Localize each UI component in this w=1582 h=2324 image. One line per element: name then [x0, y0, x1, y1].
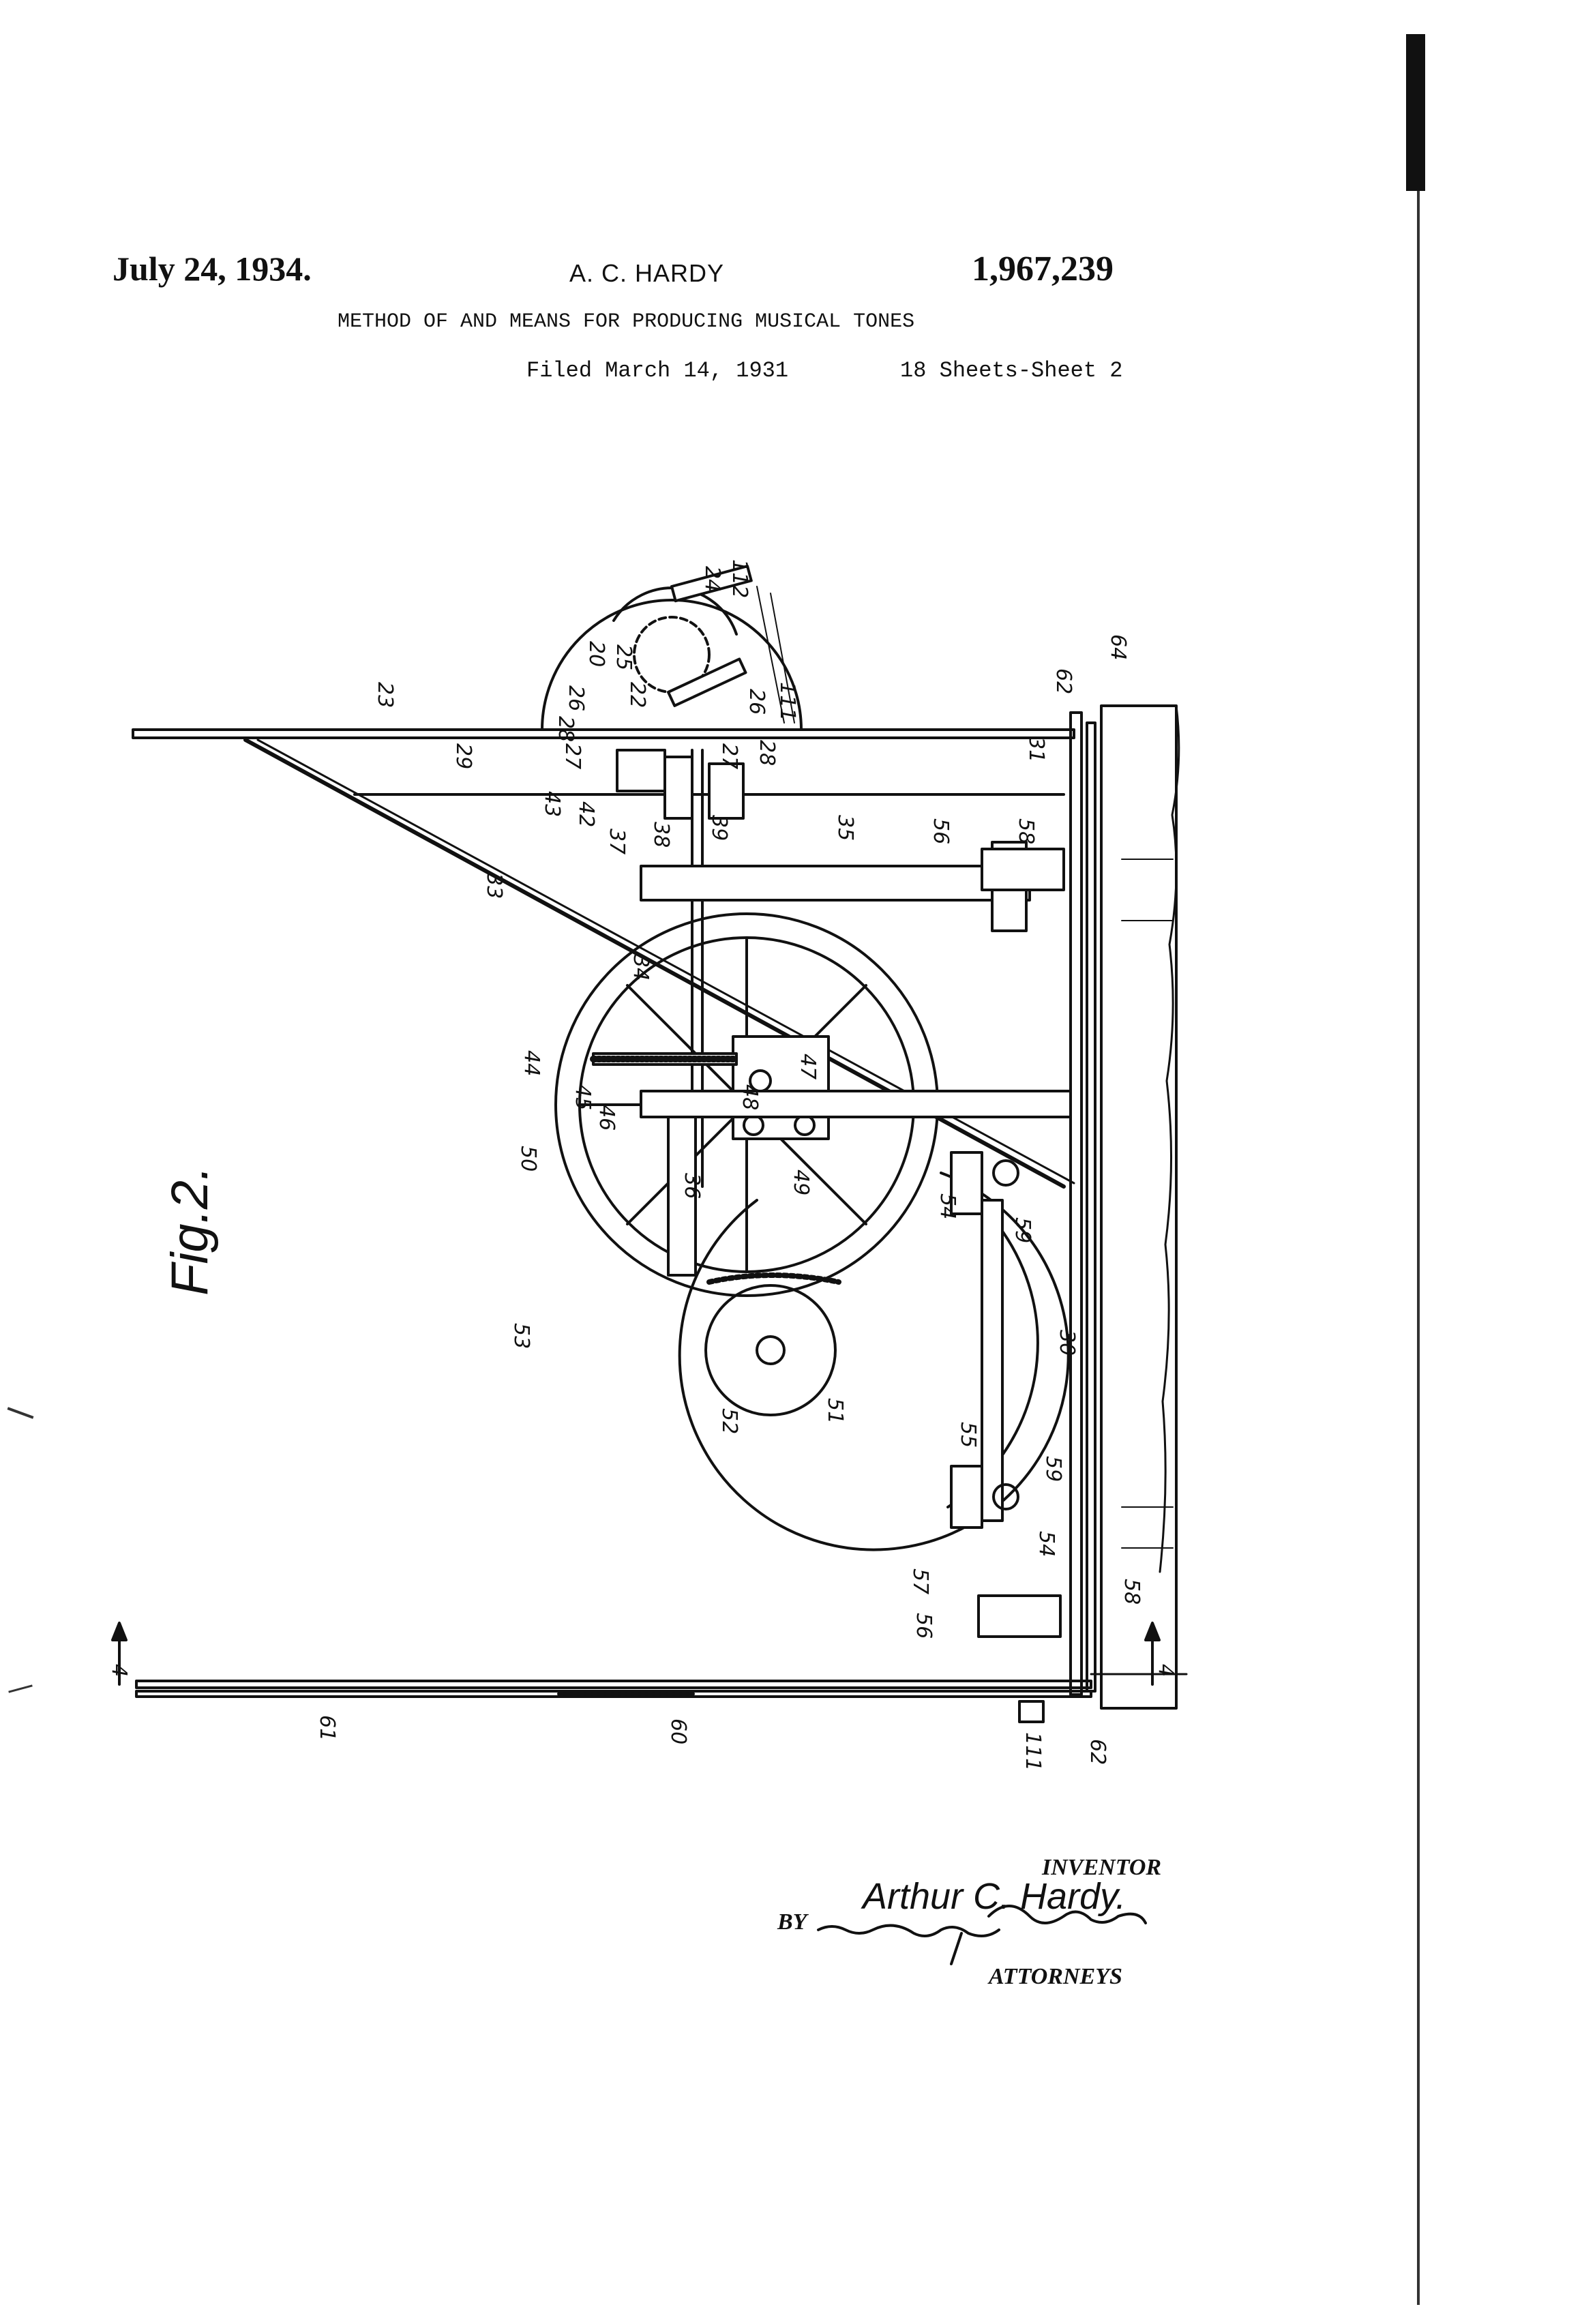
lower-brackets [950, 848, 1065, 1723]
upper-drum-housing [541, 565, 803, 731]
ref-56: 57 [908, 1568, 932, 1594]
by-label: BY [777, 1909, 807, 1935]
ref-61b: 62 [1086, 1739, 1109, 1765]
ref-23: 23 [373, 682, 397, 708]
ref-45: 46 [595, 1105, 618, 1131]
ref-39: 39 [707, 815, 731, 841]
clamp-mechanism [616, 749, 745, 820]
ref-26: 26 [564, 685, 588, 711]
ref-26b: 26 [745, 689, 768, 715]
ref-59: 60 [666, 1718, 690, 1744]
ref-111: 111 [775, 682, 799, 721]
ref-34: 34 [629, 955, 653, 981]
inventor-header: A. C. HARDY [569, 259, 725, 287]
ref-112: 112 [728, 559, 751, 598]
ref-44: 45 [571, 1084, 595, 1110]
carriage-block [640, 1035, 1072, 1277]
ref-43: 44 [520, 1050, 543, 1076]
ref-53: 54 [936, 1193, 959, 1219]
sheet-count: 18 Sheets-Sheet 2 [900, 358, 1123, 383]
attorney-signature [817, 1905, 1147, 1965]
ref-36: 36 [680, 1173, 704, 1199]
scan-edge-rule [1417, 191, 1420, 2305]
ref-33: 33 [482, 873, 506, 899]
ref-55b: 56 [912, 1613, 936, 1639]
ref-4-right: 4 [1154, 1664, 1178, 1677]
ref-4-left: 4 [107, 1664, 131, 1677]
ref-58b: 59 [1041, 1456, 1065, 1482]
ref-54: 55 [956, 1422, 980, 1448]
ref-53b: 54 [1034, 1531, 1058, 1557]
ref-28: 27 [561, 743, 584, 769]
scan-edge-bar [1406, 34, 1425, 191]
ref-46: 47 [796, 1054, 820, 1079]
ref-25: 25 [612, 644, 636, 670]
ref-52: 53 [509, 1323, 533, 1349]
ref-51: 52 [717, 1408, 741, 1434]
ref-31: 30 [1055, 1330, 1079, 1356]
ref-42: 43 [540, 791, 564, 817]
patent-number: 1,967,239 [972, 250, 1114, 288]
inventor-name: Arthur C. Hardy. [863, 1876, 1126, 1917]
patent-title: METHOD OF AND MEANS FOR PRODUCING MUSICA… [338, 310, 915, 333]
ref-55: 56 [929, 818, 953, 844]
ref-20: 20 [584, 641, 608, 667]
ref-58: 59 [1011, 1217, 1034, 1243]
top-plate [132, 728, 1075, 739]
section-marks [111, 1622, 1161, 1686]
threaded-screw [590, 1052, 740, 1066]
ref-30: 29 [451, 743, 475, 769]
ref-57: 58 [1014, 818, 1038, 844]
reference-numerals: 24 112 23 20 25 26 22 26 111 62 64 28 27… [107, 559, 1178, 1771]
ref-48: 49 [789, 1170, 813, 1195]
ref-60: 61 [315, 1715, 339, 1741]
ref-29b: 28 [755, 740, 779, 766]
ref-47: 48 [738, 1084, 762, 1110]
ref-37: 37 [605, 829, 629, 854]
ref-64: 64 [1106, 634, 1130, 660]
ref-62: 111 [1021, 1732, 1045, 1771]
ref-41: 42 [574, 801, 598, 827]
attorneys-caption: ATTORNEYS [989, 1964, 1122, 1989]
ref-27: 27 [717, 743, 741, 769]
vertical-frame [1069, 711, 1096, 1696]
base-block [1100, 704, 1180, 1710]
large-disc [678, 1172, 1070, 1551]
ref-57b: 58 [1120, 1579, 1144, 1605]
patent-date: July 24, 1934. [113, 250, 312, 288]
bottom-plate [135, 1673, 1188, 1698]
ref-32: 31 [1024, 736, 1048, 762]
ref-24: 24 [700, 566, 724, 592]
filed-date: Filed March 14, 1931 [526, 358, 789, 383]
inventor-caption: INVENTOR [1042, 1855, 1162, 1880]
ref-49: 50 [516, 1146, 540, 1172]
ref-50: 51 [823, 1398, 847, 1424]
ref-38: 38 [649, 822, 673, 848]
ref-29: 28 [554, 716, 578, 742]
ref-35: 35 [833, 815, 857, 841]
ref-61: 62 [1051, 668, 1075, 694]
ref-22: 22 [625, 682, 649, 708]
